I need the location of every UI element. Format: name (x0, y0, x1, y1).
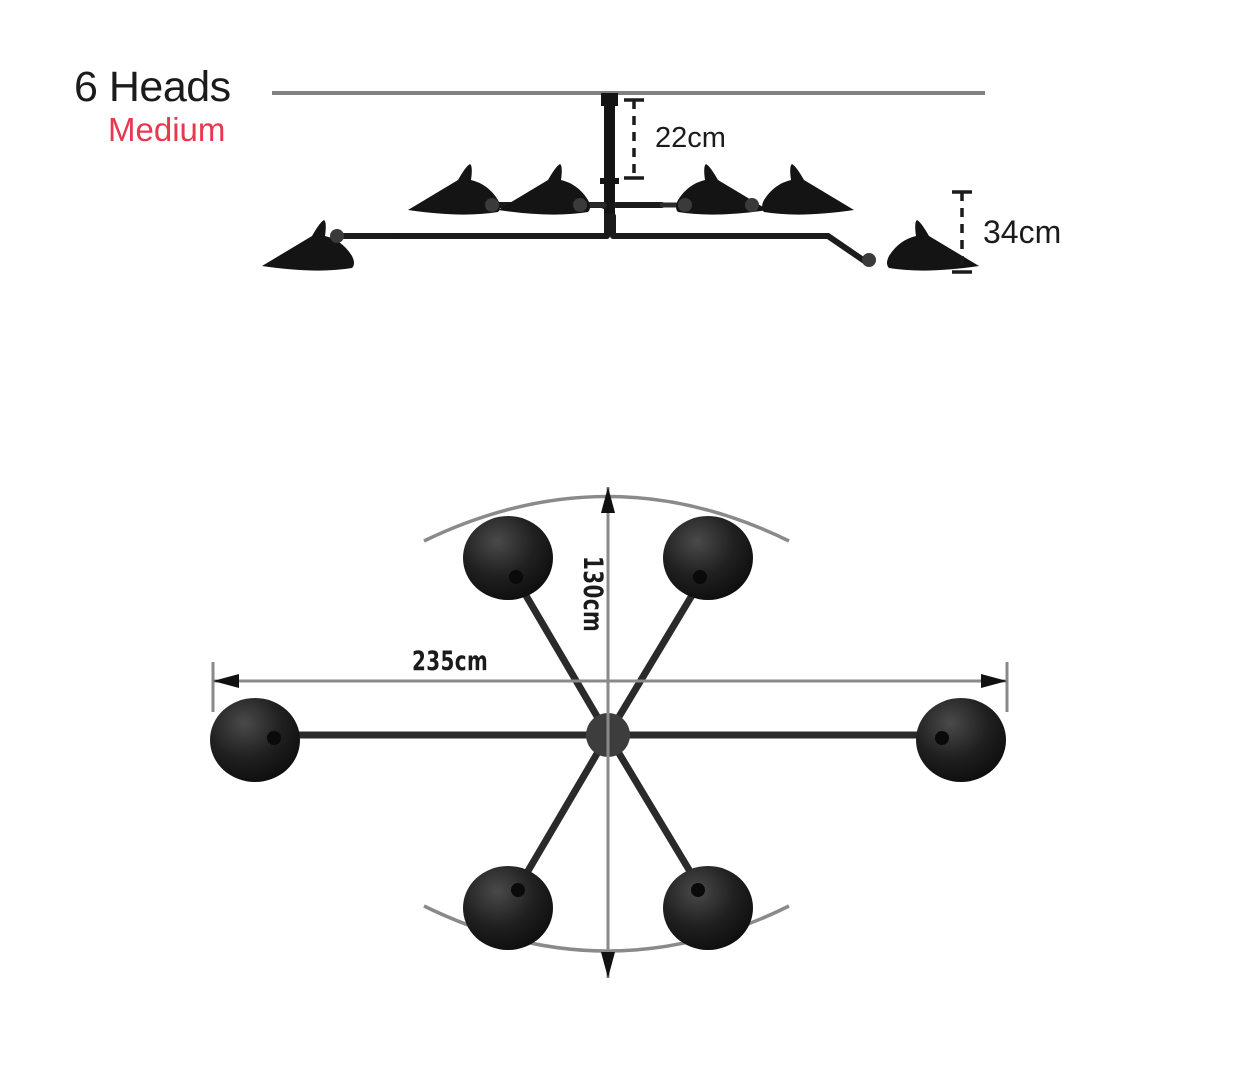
side-lamp-head-1 (262, 220, 354, 271)
plan-lamp-head-upper-left (463, 516, 553, 600)
size-label: Medium (108, 111, 226, 148)
arrowhead-left (213, 674, 239, 688)
side-lamp-head-6 (887, 220, 979, 271)
ceiling-stem (600, 93, 619, 216)
plan-arm-lower-left (514, 731, 612, 892)
side-joint-1 (330, 229, 344, 243)
dimension-line-fixture-height (952, 190, 972, 274)
plan-arm-group (264, 578, 952, 892)
plan-lamp-head-upper-right (663, 516, 753, 600)
side-joint-3 (573, 198, 587, 212)
dimension-line-overall-width (211, 662, 1009, 712)
side-arm-group-right (610, 202, 869, 265)
side-lamp-head-5 (762, 164, 854, 215)
plan-lamp-head-right (916, 698, 1006, 782)
side-joint-2 (485, 198, 499, 212)
arrowhead-right (981, 674, 1007, 688)
plan-lamp-head-lower-left (463, 866, 553, 950)
plan-arm-upper-left (514, 578, 612, 739)
dimension-line-drop-height (624, 98, 644, 180)
plan-arm-lower-right (604, 731, 704, 892)
plan-arm-upper-right (604, 578, 704, 739)
dimension-label-overall-width: 235cm (412, 646, 489, 677)
side-joint-4 (678, 198, 692, 212)
dimension-label-fixture-height: 34cm (983, 214, 1062, 250)
dimension-label-drop-height: 22cm (655, 122, 726, 154)
side-joint-6 (862, 253, 876, 267)
arrowhead-down (601, 952, 615, 978)
arrowhead-up (601, 487, 615, 513)
side-joint-5 (745, 198, 759, 212)
plan-lamp-head-lower-right (663, 866, 753, 950)
plan-lamp-head-left (210, 698, 300, 782)
dimension-line-overall-depth (601, 487, 615, 978)
page-title: 6 Heads (74, 63, 231, 111)
side-view-group (262, 91, 985, 274)
plan-view-group (210, 487, 1009, 978)
